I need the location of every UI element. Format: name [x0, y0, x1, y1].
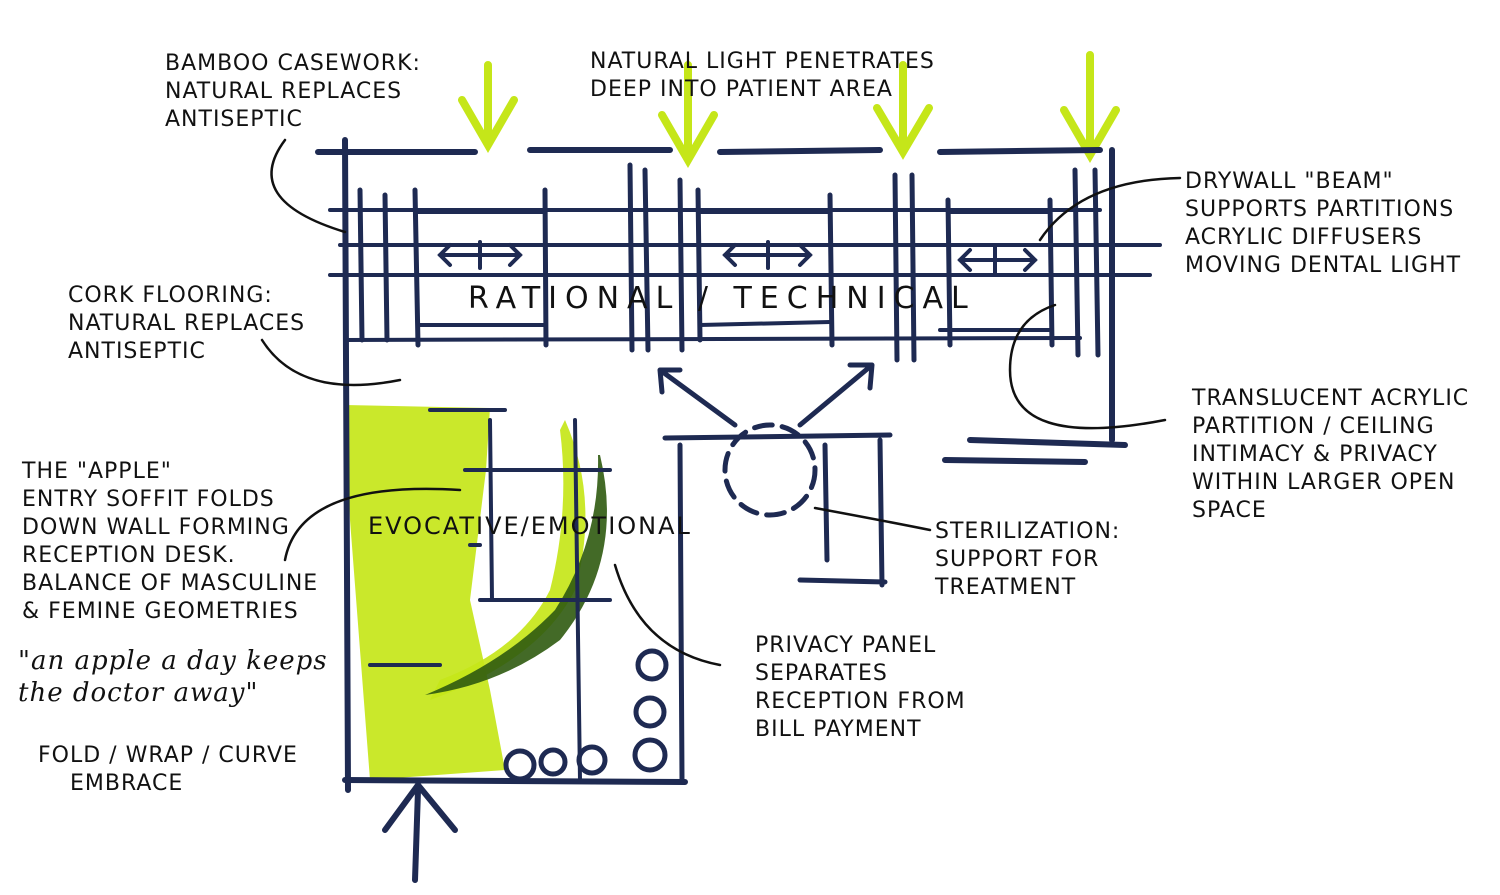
- sterilization-arrows: [657, 362, 875, 428]
- leader-apple: [283, 487, 462, 562]
- note-line: DEEP INTO PATIENT AREA: [590, 77, 893, 102]
- outer-wall-left: [342, 137, 351, 793]
- note-line: ANTISEPTIC: [165, 107, 303, 132]
- reception-highlight: [345, 405, 505, 780]
- note-line: "an apple a day keeps: [18, 646, 328, 676]
- note-line: CORK FLOORING:: [68, 283, 273, 308]
- diffuser-2: [722, 240, 813, 270]
- chair-6: [576, 744, 608, 776]
- note-line: TREATMENT: [935, 575, 1077, 600]
- highlighter-layer: [345, 51, 1120, 780]
- leader-privacy: [613, 563, 722, 667]
- chair-3: [632, 737, 668, 773]
- entry-arrow: [382, 780, 458, 883]
- note-line: SUPPORTS PARTITIONS: [1185, 197, 1455, 222]
- chair-1: [635, 648, 669, 682]
- leader-bamboo: [270, 138, 347, 234]
- note-drywall-beam: DRYWALL "BEAM" SUPPORTS PARTITIONS ACRYL…: [1185, 168, 1461, 280]
- wall-right-lower: [942, 437, 1128, 465]
- note-line: SEPARATES: [755, 661, 888, 686]
- light-arrow-2: [658, 61, 718, 168]
- apple-curve-dark: [425, 455, 607, 695]
- note-line: STERILIZATION:: [935, 519, 1121, 544]
- note-line: SUPPORT FOR: [935, 547, 1100, 572]
- sterilization-table: [722, 422, 818, 518]
- note-bamboo-casework: BAMBOO CASEWORK: NATURAL REPLACES ANTISE…: [165, 50, 421, 134]
- note-line: EMBRACE: [70, 771, 184, 796]
- note-line: ANTISEPTIC: [68, 339, 206, 364]
- note-line: PARTITION / CEILING: [1192, 414, 1435, 439]
- note-translucent-acrylic: TRANSLUCENT ACRYLIC PARTITION / CEILING …: [1192, 385, 1469, 525]
- casework-dashes: [413, 210, 1052, 332]
- light-arrow-1: [458, 61, 518, 153]
- diffuser-1: [437, 240, 523, 270]
- note-line: ENTRY SOFFIT FOLDS: [22, 487, 275, 512]
- note-fold-wrap: FOLD / WRAP / CURVE EMBRACE: [38, 742, 298, 798]
- note-line: RECEPTION DESK.: [22, 543, 236, 568]
- reception-lines: [368, 408, 612, 782]
- leader-cork: [260, 338, 402, 387]
- note-line: FOLD / WRAP / CURVE: [38, 743, 298, 768]
- zone-label: RATIONAL / TECHNICAL: [468, 281, 976, 316]
- note-line: NATURAL REPLACES: [68, 311, 306, 336]
- note-line: BALANCE OF MASCULINE: [22, 571, 319, 596]
- outer-wall-top: [315, 147, 1103, 155]
- chair-4: [503, 748, 537, 782]
- light-arrow-3: [873, 61, 933, 160]
- zone-label: EVOCATIVE/EMOTIONAL: [368, 512, 692, 540]
- note-line: TRANSLUCENT ACRYLIC: [1192, 386, 1470, 411]
- note-natural-light: NATURAL LIGHT PENETRATES DEEP INTO PATIE…: [590, 48, 935, 104]
- note-line: DOWN WALL FORMING: [22, 515, 290, 540]
- note-line: PRIVACY PANEL: [755, 633, 937, 658]
- note-line: BAMBOO CASEWORK:: [165, 51, 421, 76]
- zone-label-rational-technical: RATIONAL / TECHNICAL: [468, 282, 976, 316]
- casework-row-1: [328, 208, 1162, 342]
- chair-5: [538, 747, 568, 777]
- note-line: NATURAL LIGHT PENETRATES: [590, 49, 935, 74]
- note-apple-quote: "an apple a day keeps the doctor away": [18, 645, 328, 709]
- light-arrow-4: [1060, 51, 1120, 163]
- ink-layer: [260, 137, 1182, 883]
- note-privacy-panel: PRIVACY PANEL SEPARATES RECEPTION FROM B…: [755, 632, 966, 744]
- diffuser-3: [957, 245, 1038, 275]
- note-apple-soffit: THE "APPLE" ENTRY SOFFIT FOLDS DOWN WALL…: [22, 458, 318, 626]
- note-cork-flooring: CORK FLOORING: NATURAL REPLACES ANTISEPT…: [68, 282, 305, 366]
- leader-sterilization: [813, 506, 932, 532]
- outer-wall-bottom: [342, 777, 688, 785]
- note-line: & FEMINE GEOMETRIES: [22, 599, 299, 624]
- partition-verticals: [357, 162, 1101, 363]
- note-line: DRYWALL "BEAM": [1185, 169, 1394, 194]
- leader-drywall: [1038, 176, 1182, 242]
- note-line: the doctor away": [18, 678, 259, 708]
- sterilization-walls: [662, 432, 893, 783]
- note-line: THE "APPLE": [22, 459, 172, 484]
- note-line: BILL PAYMENT: [755, 717, 922, 742]
- zone-label-evocative-emotional: EVOCATIVE/EMOTIONAL: [368, 512, 692, 540]
- note-line: RECEPTION FROM: [755, 689, 966, 714]
- note-line: MOVING DENTAL LIGHT: [1185, 253, 1462, 278]
- chair-2: [633, 695, 667, 729]
- note-line: WITHIN LARGER OPEN: [1192, 470, 1456, 495]
- note-line: ACRYLIC DIFFUSERS: [1185, 225, 1423, 250]
- leader-translucent: [1008, 303, 1167, 430]
- note-line: INTIMACY & PRIVACY: [1192, 442, 1438, 467]
- note-line: SPACE: [1192, 498, 1267, 523]
- note-sterilization: STERILIZATION: SUPPORT FOR TREATMENT: [935, 518, 1120, 602]
- note-line: NATURAL REPLACES: [165, 79, 403, 104]
